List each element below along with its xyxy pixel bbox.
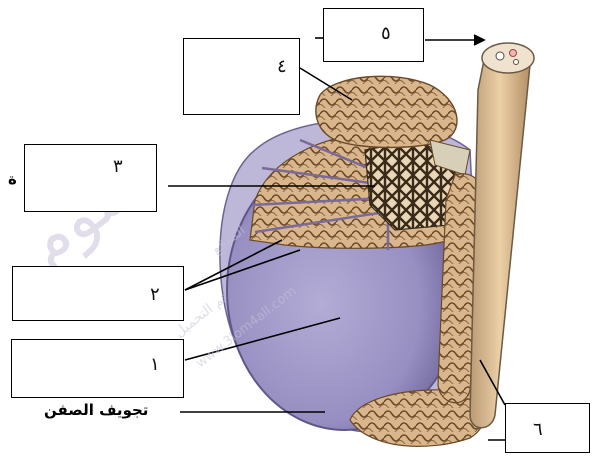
cut-off-caption: ة	[8, 170, 17, 188]
label-box-6[interactable]	[505, 403, 590, 453]
label-number-1: ١	[150, 356, 160, 374]
label-number-5: ٥	[381, 25, 391, 43]
label-number-2: ٢	[150, 286, 160, 304]
label-box-3[interactable]	[24, 144, 157, 212]
label-number-6: ٦	[533, 421, 543, 439]
label-box-5[interactable]	[323, 8, 424, 62]
label-number-3: ٣	[113, 158, 123, 176]
epididymis-head	[316, 76, 457, 147]
scrotal-cavity-caption: تجويف الصفن	[44, 401, 148, 419]
cord-cross-section	[482, 43, 534, 73]
vas-deferens	[470, 51, 530, 428]
label-number-4: ٤	[277, 58, 287, 76]
